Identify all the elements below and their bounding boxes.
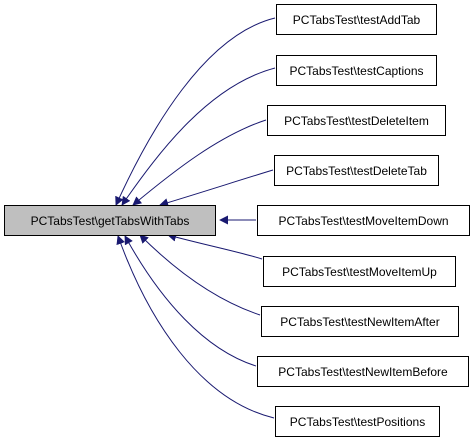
edge-testDeleteTab [159, 169, 274, 207]
edge-testMoveItemUp [167, 232, 263, 260]
caller-node-testMoveItemUp[interactable]: PCTabsTest\testMoveItemUp [263, 256, 456, 287]
edge-testPositions [116, 235, 275, 419]
edge-testAddTab [115, 17, 276, 206]
caller-node-label: PCTabsTest\testCaptions [289, 63, 424, 78]
caller-node-label: PCTabsTest\testDeleteTab [286, 163, 427, 178]
caller-node-testDeleteTab[interactable]: PCTabsTest\testDeleteTab [274, 155, 439, 186]
caller-node-label: PCTabsTest\testNewItemAfter [280, 314, 440, 329]
edge-testNewItemBefore [124, 235, 257, 367]
focus-node-label: PCTabsTest\getTabsWithTabs [30, 213, 190, 228]
caller-node-testNewItemBefore[interactable]: PCTabsTest\testNewItemBefore [257, 356, 469, 387]
caller-node-testAddTab[interactable]: PCTabsTest\testAddTab [276, 4, 437, 35]
caller-node-testCaptions[interactable]: PCTabsTest\testCaptions [276, 55, 437, 86]
caller-node-testNewItemAfter[interactable]: PCTabsTest\testNewItemAfter [261, 306, 459, 337]
caller-node-testDeleteItem[interactable]: PCTabsTest\testDeleteItem [267, 105, 446, 136]
caller-node-testPositions[interactable]: PCTabsTest\testPositions [275, 406, 440, 437]
caller-node-label: PCTabsTest\testPositions [289, 414, 426, 429]
caller-node-label: PCTabsTest\testMoveItemUp [282, 264, 437, 279]
edge-testNewItemAfter [139, 234, 261, 316]
caller-node-label: PCTabsTest\testDeleteItem [284, 113, 429, 128]
caller-node-testMoveItemDown[interactable]: PCTabsTest\testMoveItemDown [257, 205, 470, 236]
caller-node-label: PCTabsTest\testNewItemBefore [278, 364, 448, 379]
focus-node: PCTabsTest\getTabsWithTabs [4, 205, 216, 236]
caller-node-label: PCTabsTest\testAddTab [292, 12, 421, 27]
edge-testCaptions [121, 67, 276, 206]
edge-testDeleteItem [132, 119, 267, 206]
caller-node-label: PCTabsTest\testMoveItemDown [278, 213, 449, 228]
